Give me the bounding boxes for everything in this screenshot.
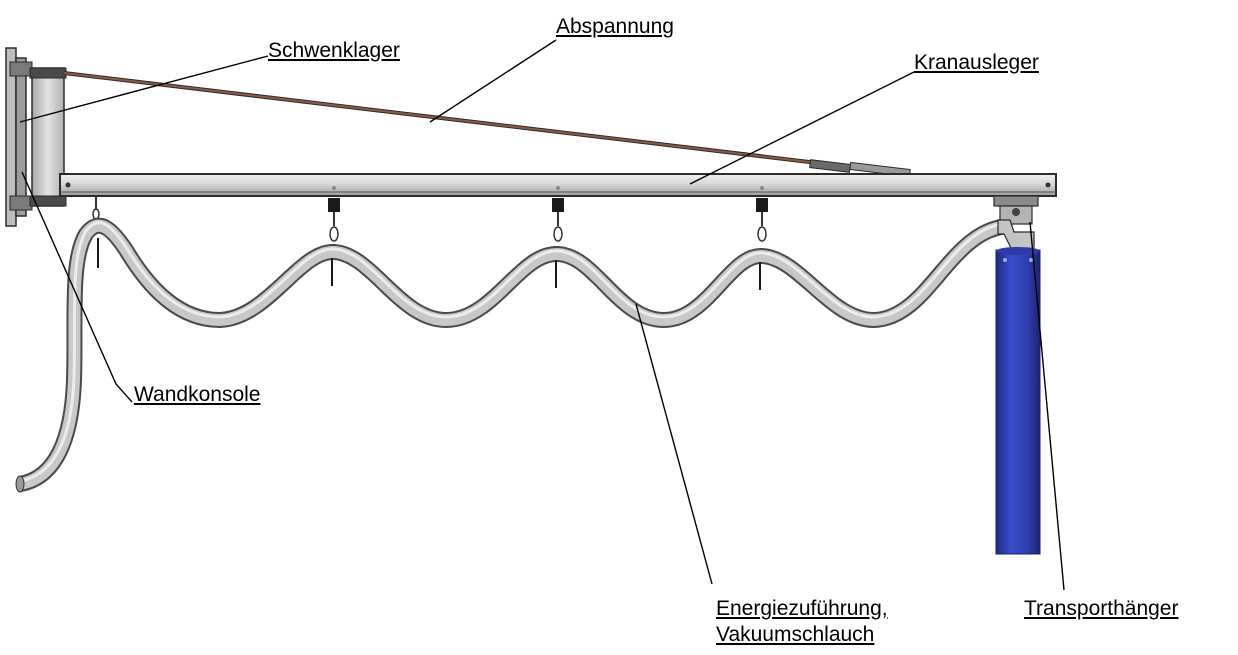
tension-rod xyxy=(63,71,911,178)
label-kranausleger: Kranausleger xyxy=(914,51,1039,74)
label-abspannung: Abspannung xyxy=(556,15,674,38)
transport-hanger xyxy=(993,195,1039,251)
leader-kranausleger xyxy=(689,71,915,185)
leader-wandkonsole xyxy=(115,383,133,403)
hose-hanger xyxy=(328,198,340,242)
leader-wandkonsole-2 xyxy=(21,171,117,385)
hose-hanger xyxy=(552,198,564,242)
vacuum-lift-tube xyxy=(995,247,1041,555)
hose-hanger xyxy=(756,198,768,242)
slewing-bearing xyxy=(29,67,67,207)
leader-transporthaenger xyxy=(1029,221,1065,591)
leader-schwenklager xyxy=(19,55,269,123)
hose-hangers xyxy=(92,196,768,242)
label-wandkonsole: Wandkonsole xyxy=(134,383,261,406)
leader-lines xyxy=(19,39,1065,591)
crane-boom xyxy=(59,173,1057,197)
leader-abspannung xyxy=(429,39,557,123)
wall-bracket xyxy=(5,47,33,227)
label-energiezufuehrung: Energiezuführung, Vakuumschlauch xyxy=(716,596,888,649)
label-transporthaenger: Transporthänger xyxy=(1024,597,1179,620)
label-schwenklager: Schwenklager xyxy=(268,39,400,62)
label-energiezufuehrung-line2: Vakuumschlauch xyxy=(716,623,875,647)
leader-energie xyxy=(635,303,713,585)
vacuum-hose xyxy=(15,217,1011,493)
label-energiezufuehrung-line1: Energiezuführung, xyxy=(716,597,888,620)
hose-hanger xyxy=(92,196,100,220)
